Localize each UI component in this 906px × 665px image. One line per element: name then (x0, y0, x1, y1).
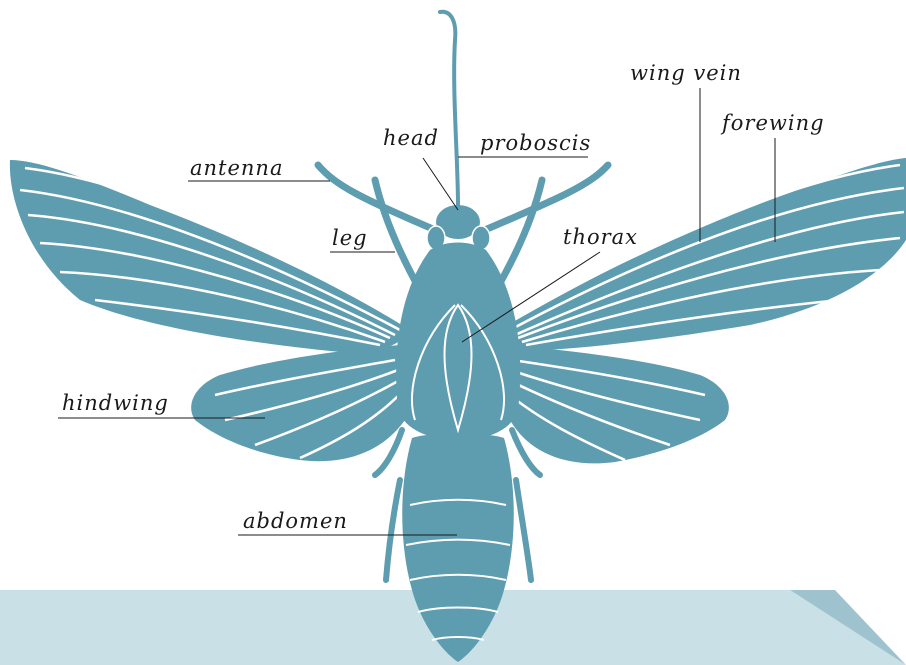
label-antenna: antenna (190, 156, 283, 180)
left-hindwing (191, 345, 405, 461)
label-proboscis: proboscis (480, 131, 591, 155)
label-forewing: forewing (720, 111, 825, 135)
label-hindwing: hindwing (62, 391, 169, 415)
left-front-leg (375, 180, 420, 290)
label-abdomen: abdomen (243, 509, 348, 533)
thorax-shape (396, 243, 520, 441)
label-wing-vein: wing vein (630, 61, 742, 85)
label-head: head (383, 126, 439, 150)
proboscis-shape (440, 12, 458, 205)
label-thorax: thorax (563, 225, 638, 249)
left-wings (10, 160, 410, 461)
left-hind-leg (386, 480, 400, 580)
label-leg: leg (332, 226, 368, 250)
pointer-head (423, 158, 458, 210)
right-hind-leg (516, 480, 531, 580)
right-front-leg (496, 180, 542, 290)
right-antenna (480, 165, 608, 232)
right-wings (500, 158, 906, 463)
